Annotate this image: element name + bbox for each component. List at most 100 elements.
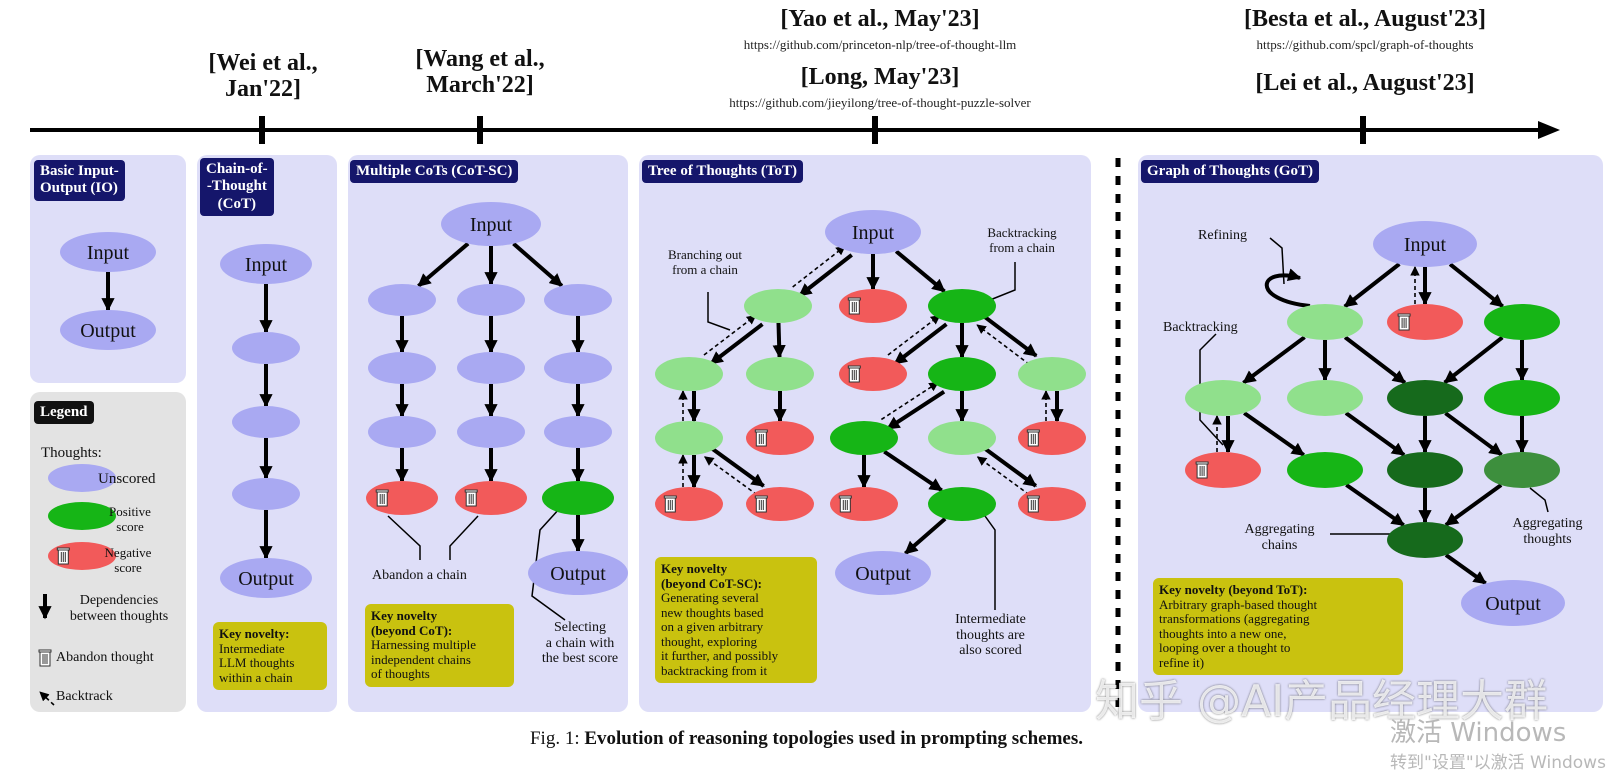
cot-title-line2: -Thought <box>206 178 267 195</box>
cotsc-output-node-label: Output <box>550 563 606 585</box>
cotsc-thought-node <box>368 416 436 448</box>
trash-icon <box>464 489 478 507</box>
timeline-url-long[interactable]: https://github.com/jieyilong/tree-of-tho… <box>729 95 1031 110</box>
figure-caption: Fig. 1: Evolution of reasoning topologie… <box>0 728 1613 750</box>
cotsc-select-l2: a chain with <box>545 635 615 651</box>
backtrack-arrow <box>880 381 939 421</box>
got-backtracking-label: Backtracking <box>1163 320 1238 335</box>
cot-thought-node <box>232 406 300 438</box>
legend-unscored-label: Unscored <box>98 471 156 487</box>
dependency-arrow <box>886 390 946 431</box>
panel-tot-title: Tree of Thoughts (ToT) <box>642 160 804 184</box>
cotsc-thought-node <box>544 352 612 384</box>
timeline-label-lei: [Lei et al., August'23] <box>1255 70 1475 96</box>
got-input-node-label: Input <box>1404 234 1447 256</box>
got-novelty-l2: transformations (aggregating <box>1159 611 1310 627</box>
tot-thought-node <box>1018 357 1086 391</box>
trash-icon <box>1397 313 1411 331</box>
cotsc-abandoned-node <box>366 481 438 515</box>
panel-cot-title: Chain-of- -Thought (CoT) <box>200 158 274 216</box>
tot-negative-node <box>1018 421 1086 455</box>
got-agg-thoughts-label: Aggregating thoughts <box>1500 516 1595 547</box>
trash-icon <box>1026 495 1040 513</box>
callout-line <box>1529 487 1549 513</box>
trash-icon <box>754 429 768 447</box>
dependency-arrow <box>1444 411 1503 457</box>
tot-thought-node <box>928 487 996 521</box>
legend-unscored-swatch <box>48 464 116 492</box>
dependency-arrow <box>1444 553 1487 586</box>
cotsc-thought-node <box>368 352 436 384</box>
cotsc-thought-node <box>544 416 612 448</box>
callout-line <box>449 515 479 560</box>
tot-thought-node <box>928 421 996 455</box>
dependency-arrow <box>1343 262 1401 309</box>
got-novelty-l5: refine it) <box>1159 654 1205 670</box>
cot-input-node-label: Input <box>245 254 288 276</box>
dependency-arrow <box>1443 335 1504 385</box>
dependency-arrow <box>982 446 1037 488</box>
cot-novelty-title: Key novelty: <box>219 626 290 641</box>
got-thought-node <box>1287 304 1363 340</box>
got-thought-node <box>1484 380 1560 416</box>
timeline-label-besta: [Besta et al., August'23] <box>1244 6 1486 32</box>
tot-backtracking-l1: Backtracking <box>987 225 1057 240</box>
io-output-node-label: Output <box>80 320 136 342</box>
trash-icon <box>1195 461 1209 479</box>
cot-novelty-l3: within a chain <box>219 669 293 685</box>
trash-icon <box>847 365 861 383</box>
legend-backtrack-label: Backtrack <box>56 689 113 704</box>
got-agg-chains-l1: Aggregating <box>1244 522 1315 537</box>
tot-novelty-title-l1: Key novelty <box>661 561 728 576</box>
got-agg-chains-l2: chains <box>1261 537 1298 553</box>
legend-positive-l2: score <box>116 518 144 534</box>
timeline-url-besta[interactable]: https://github.com/spcl/graph-of-thought… <box>1256 37 1474 52</box>
cotsc-novelty-l2: independent chains <box>371 651 471 667</box>
cot-thought-node <box>232 478 300 510</box>
timeline-label-yao: [Yao et al., May'23] <box>780 6 980 32</box>
cotsc-thought-node <box>457 416 525 448</box>
tot-negative-node <box>839 357 907 391</box>
cot-output-node: Output <box>220 558 312 598</box>
dependency-arrow <box>883 449 943 493</box>
got-aggregate-node <box>1387 522 1463 558</box>
cotsc-thought-node <box>457 352 525 384</box>
panel-cotsc-title: Multiple CoTs (CoT-SC) <box>350 160 519 184</box>
tot-novelty-title-l2: (beyond CoT-SC): <box>661 575 763 591</box>
dependency-arrow <box>1444 483 1503 527</box>
cotsc-novelty-box: Key novelty (beyond CoT): Harnessing mul… <box>365 604 514 687</box>
cot-title-line1: Chain-of- <box>206 161 268 177</box>
dependency-arrow <box>982 314 1038 358</box>
tot-backtracking-l2: from a chain <box>989 239 1055 255</box>
callout-line <box>707 292 731 331</box>
got-novelty-title: Key novelty (beyond ToT): <box>1159 582 1308 597</box>
dependency-arrow <box>1243 411 1305 457</box>
got-thought-node <box>1387 380 1463 416</box>
legend-negative-swatch <box>48 542 116 570</box>
legend-title: Legend <box>34 401 94 425</box>
timeline-label-long: [Long, May'23] <box>800 64 960 90</box>
trash-icon <box>1026 429 1040 447</box>
cot-thought-node <box>232 332 300 364</box>
trash-icon <box>38 649 52 667</box>
dependency-arrow <box>710 446 765 488</box>
wang-line2: March'22] <box>426 72 534 99</box>
backtrack-arrow <box>703 314 757 356</box>
tot-thought-node <box>746 357 814 391</box>
tot-novelty-l5: it further, and possibly <box>661 648 779 664</box>
legend-dep-l2: between thoughts <box>69 608 169 624</box>
cotsc-input-node: Input <box>441 202 541 246</box>
backtrack-arrow <box>887 314 941 356</box>
cotsc-select-l1: Selecting <box>553 620 607 635</box>
dependency-arrow <box>1343 335 1407 385</box>
callout-line <box>1269 237 1285 285</box>
tot-thought-node <box>928 289 996 323</box>
tot-input-node: Input <box>825 210 921 254</box>
tot-novelty-l1: Generating several <box>661 590 759 606</box>
dependency-arrow <box>1448 262 1504 309</box>
timeline-url-yao[interactable]: https://github.com/princeton-nlp/tree-of… <box>743 37 1017 52</box>
trash-icon <box>754 495 768 513</box>
legend-backtrack-arrow <box>39 691 55 706</box>
trash-icon <box>847 297 861 315</box>
